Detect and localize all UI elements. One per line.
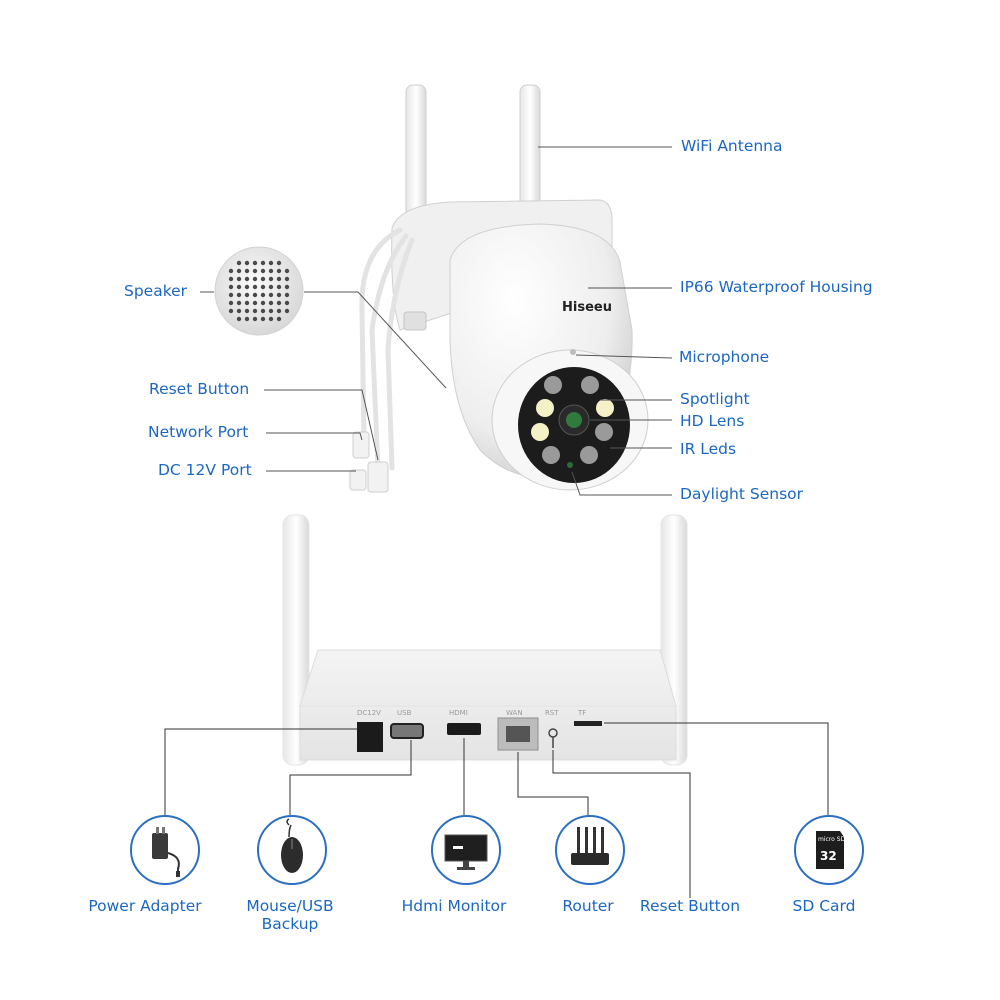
router-icon (555, 815, 625, 885)
cable-reset (352, 431, 370, 459)
monitor-icon (431, 815, 501, 885)
port-label-rst: RST (545, 709, 559, 717)
daylight-sensor (567, 462, 573, 468)
speaker-grille (214, 246, 304, 336)
accessory-label-reset-button: Reset Button (639, 897, 741, 915)
mouse-icon (257, 815, 327, 885)
port-label-hdmi: HDMI (449, 709, 468, 717)
sd-card-brand: micro SD (818, 836, 846, 843)
camera (349, 84, 649, 493)
label-spotlight: Spotlight (680, 390, 750, 408)
camera-cables (359, 227, 415, 473)
cable-network (367, 461, 389, 493)
port-label-wan: WAN (506, 709, 523, 717)
label-dc-port: DC 12V Port (158, 461, 252, 479)
port-usb (390, 723, 424, 739)
accessory-label-mouse-usb-backup: Mouse/USB Backup (246, 897, 334, 933)
label-microphone: Microphone (679, 348, 770, 366)
camera-mount-screw (403, 311, 427, 331)
port-tf (574, 721, 602, 726)
port-label-dc12v: DC12V (357, 709, 381, 717)
sd-card-icon: micro SD 32 (794, 815, 864, 885)
camera-callout-lines (200, 146, 673, 496)
led-ring (531, 376, 614, 464)
label-daylight-sensor: Daylight Sensor (680, 485, 804, 503)
label-network-port: Network Port (148, 423, 249, 441)
port-label-tf: TF (577, 709, 586, 717)
brand-logo: Hiseeu (562, 300, 612, 315)
nvr: DC12V USB HDMI WAN RST TF (282, 514, 688, 766)
port-dc (357, 722, 383, 752)
power-adapter-icon (130, 815, 200, 885)
label-wifi-antenna: WiFi Antenna (681, 137, 783, 155)
label-speaker: Speaker (124, 282, 188, 300)
nvr-connector-lines (164, 722, 829, 898)
accessory-label-power-adapter: Power Adapter (88, 897, 202, 915)
accessory-label-router: Router (562, 897, 614, 915)
port-hdmi (447, 723, 481, 735)
accessory-label-hdmi-monitor: Hdmi Monitor (401, 897, 507, 915)
port-label-usb: USB (397, 709, 412, 717)
label-reset-button-camera: Reset Button (149, 380, 250, 398)
microphone-hole (570, 349, 576, 355)
cable-dc (349, 469, 367, 491)
label-ir-leds: IR Leds (680, 440, 737, 458)
label-hd-lens: HD Lens (680, 412, 745, 430)
label-housing: IP66 Waterproof Housing (680, 278, 873, 296)
nvr-body (299, 649, 677, 761)
sd-card-capacity: 32 (820, 849, 837, 863)
accessory-label-sd-card: SD Card (792, 897, 856, 915)
